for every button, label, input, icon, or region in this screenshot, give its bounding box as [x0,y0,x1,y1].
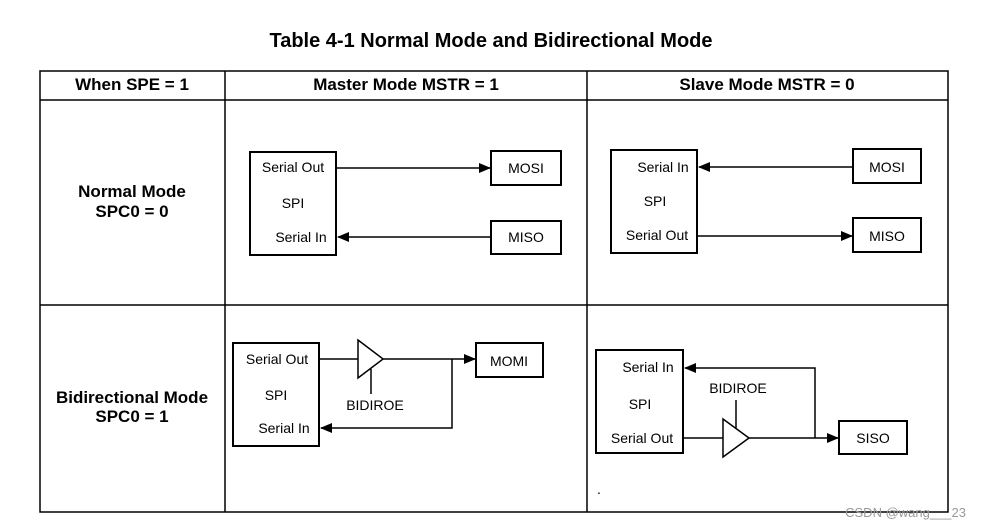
siso-pin-label: SISO [856,430,890,446]
normal-slave-diagram: Serial In SPI Serial Out MOSI MISO [610,148,922,254]
miso-pin-box [852,217,922,253]
header-slave-mode: Slave Mode MSTR = 0 [679,75,854,94]
serial-in-label: Serial In [637,159,688,175]
row-normal-mode-label: Normal Mode [78,182,186,201]
serial-in-label: Serial In [622,359,673,375]
serial-out-label: Serial Out [262,159,324,175]
spi-block [249,151,337,256]
serial-out-label: Serial Out [611,430,673,446]
table-grid [39,70,949,513]
miso-pin-label: MISO [869,228,905,244]
bidirectional-master-diagram: Serial Out SPI Serial In BIDIROE MOMI [232,338,544,447]
tristate-buffer-icon [722,417,751,459]
watermark-text: CSDN @wang___23 [845,505,966,520]
bidirectional-slave-diagram: Serial In SPI Serial Out BIDIROE SISO [595,349,908,459]
spi-block [595,349,684,454]
siso-pin-box [838,420,908,455]
spi-block [232,342,320,447]
spi-label: SPI [282,195,305,211]
spi-label: SPI [629,396,652,412]
miso-pin-label: MISO [508,229,544,245]
table-title: Table 4-1 Normal Mode and Bidirectional … [269,30,713,52]
spi-block [610,149,698,254]
header-when-spe: When SPE = 1 [75,75,189,94]
mosi-pin-label: MOSI [869,159,905,175]
serial-in-label: Serial In [258,420,309,436]
stray-dot: . [597,481,601,497]
row-bidirectional-spc0-label: SPC0 = 1 [95,407,168,426]
normal-master-diagram: Serial Out SPI Serial In MOSI MISO [249,150,562,256]
serial-in-feedback-arrow [320,359,453,433]
row-normal-spc0-label: SPC0 = 0 [95,202,168,221]
spi-label: SPI [644,193,667,209]
serial-in-label: Serial In [275,229,326,245]
header-master-mode: Master Mode MSTR = 1 [313,75,499,94]
mosi-pin-label: MOSI [508,160,544,176]
row-bidirectional-mode-label: Bidirectional Mode [56,388,208,407]
serial-out-label: Serial Out [246,351,308,367]
momi-pin-label: MOMI [490,353,528,369]
bidiroe-label: BIDIROE [346,397,404,413]
miso-pin-box [490,220,562,255]
mosi-pin-box [852,148,922,184]
spi-label: SPI [265,387,288,403]
bidiroe-label: BIDIROE [709,380,767,396]
serial-in-feedback-arrow [684,363,816,438]
serial-out-label: Serial Out [626,227,688,243]
tristate-buffer-icon [357,338,385,380]
momi-pin-box [475,342,544,378]
mosi-pin-box [490,150,562,186]
